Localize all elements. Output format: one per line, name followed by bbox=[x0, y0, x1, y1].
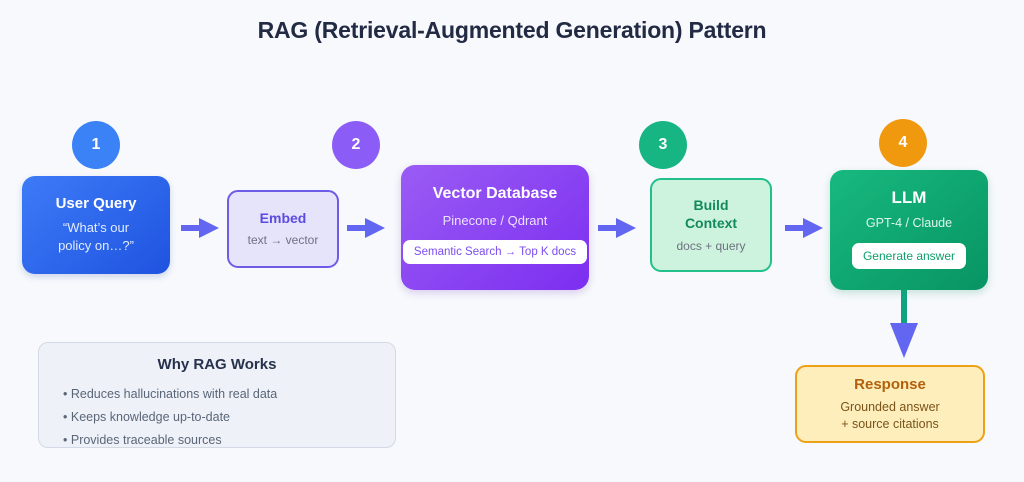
step-badge-4: 4 bbox=[879, 119, 927, 167]
node-vector-database-subtitle: Pinecone / Qdrant bbox=[442, 213, 548, 228]
arrow-embed-to-vectordb bbox=[347, 217, 385, 244]
arrow-llm-to-response bbox=[886, 290, 922, 367]
node-embed-title: Embed bbox=[259, 209, 307, 226]
node-vector-database: Vector Database Pinecone / Qdrant Semant… bbox=[401, 165, 589, 290]
arrow-query-to-embed bbox=[181, 217, 219, 244]
arrow-context-to-llm bbox=[785, 217, 823, 244]
arrow-vectordb-to-context bbox=[598, 217, 636, 244]
node-response-subtitle-line1: Grounded answer bbox=[840, 399, 940, 414]
step-badge-2-label: 2 bbox=[351, 136, 361, 153]
node-embed-subtitle: text → vector bbox=[247, 232, 319, 247]
node-response-subtitle: Grounded answer + source citations bbox=[840, 399, 939, 433]
node-response-title: Response bbox=[854, 375, 926, 393]
step-badge-3: 3 bbox=[639, 121, 687, 169]
node-response-subtitle-line2: + source citations bbox=[841, 416, 939, 431]
node-user-query-subtitle: “What’s our policy on…?” bbox=[58, 219, 134, 254]
node-vector-database-title: Vector Database bbox=[432, 185, 558, 202]
node-build-context: Build Context docs + query bbox=[650, 178, 772, 272]
node-build-context-title-line1: Build bbox=[693, 196, 729, 213]
step-badge-1: 1 bbox=[72, 121, 120, 169]
node-embed: Embed text → vector bbox=[227, 190, 339, 268]
info-panel-title: Why RAG Works bbox=[157, 356, 277, 373]
node-build-context-title-line2: Context bbox=[684, 215, 738, 232]
node-build-context-title: Build Context bbox=[685, 196, 737, 234]
info-panel-bullet: Reduces hallucinations with real data bbox=[63, 383, 395, 406]
step-badge-4-label: 4 bbox=[898, 134, 908, 151]
node-llm: LLM GPT-4 / Claude Generate answer bbox=[830, 170, 988, 290]
node-llm-title: LLM bbox=[891, 188, 927, 207]
node-user-query-subtitle-line1: “What’s our bbox=[62, 220, 130, 236]
node-user-query-subtitle-line2: policy on…?” bbox=[58, 238, 134, 253]
node-build-context-subtitle: docs + query bbox=[676, 239, 746, 254]
node-response: Response Grounded answer + source citati… bbox=[795, 365, 985, 443]
page-title: RAG (Retrieval-Augmented Generation) Pat… bbox=[257, 17, 767, 43]
node-llm-subtitle: GPT-4 / Claude bbox=[865, 216, 953, 230]
step-badge-3-label: 3 bbox=[658, 136, 668, 153]
info-panel-bullet: Provides traceable sources bbox=[63, 429, 395, 452]
node-vector-database-pill: Semantic Search → Top K docs bbox=[402, 239, 588, 264]
node-user-query: User Query “What’s our policy on…?” bbox=[22, 176, 170, 274]
info-panel-bullet: Keeps knowledge up-to-date bbox=[63, 406, 395, 429]
step-badge-2: 2 bbox=[332, 121, 380, 169]
info-panel-why-rag-works: Why RAG Works Reduces hallucinations wit… bbox=[38, 342, 396, 448]
node-llm-pill: Generate answer bbox=[851, 242, 967, 269]
node-user-query-title: User Query bbox=[55, 195, 137, 213]
info-panel-bullet-list: Reduces hallucinations with real data Ke… bbox=[39, 383, 395, 452]
step-badge-1-label: 1 bbox=[91, 136, 101, 153]
